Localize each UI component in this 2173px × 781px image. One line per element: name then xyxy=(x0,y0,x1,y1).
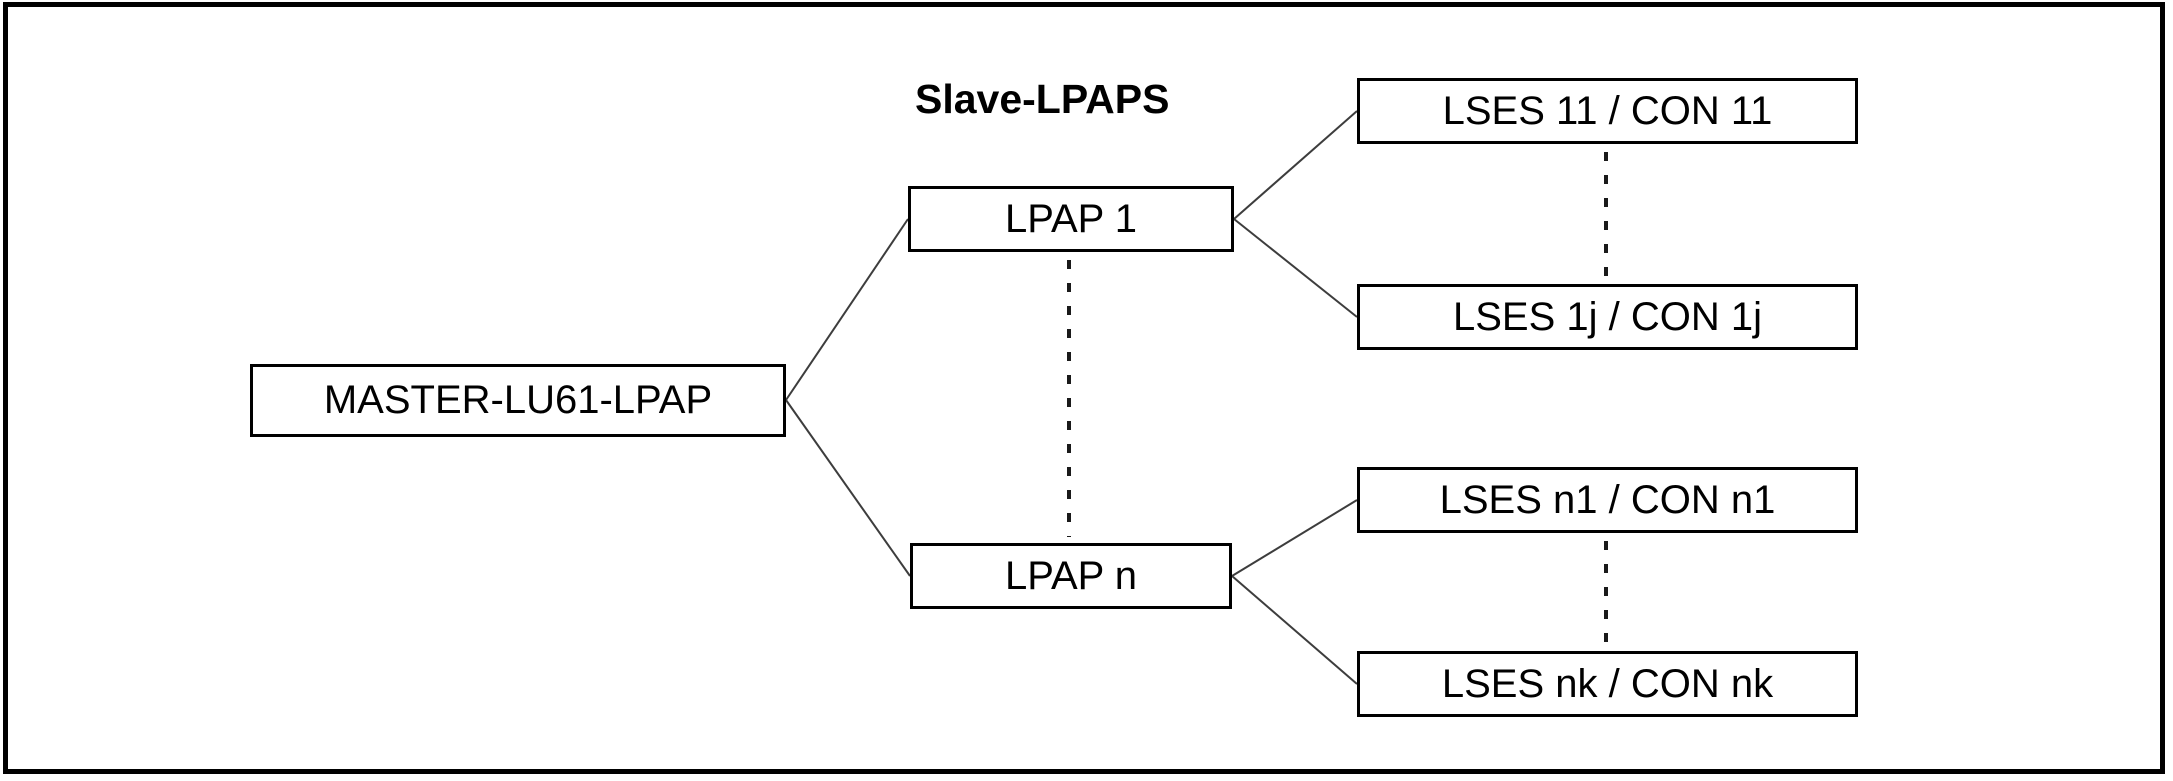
node-lses-11-con-11: LSES 11 / CON 11 xyxy=(1357,78,1858,144)
node-lses-1j-con-1j: LSES 1j / CON 1j xyxy=(1357,284,1858,350)
edge-lpap1-lses11 xyxy=(1233,110,1358,220)
edge-master-lpapn xyxy=(785,399,911,577)
node-lses-nk-con-nk: LSES nk / CON nk xyxy=(1357,651,1858,717)
node-lpap-1: LPAP 1 xyxy=(908,186,1234,252)
diagram-border-frame xyxy=(3,2,2165,774)
edge-master-lpap1 xyxy=(785,218,909,401)
node-lpap-n: LPAP n xyxy=(910,543,1232,609)
node-lses-n1-con-n1: LSES n1 / CON n1 xyxy=(1357,467,1858,533)
node-master-lu61-lpap: MASTER-LU61-LPAP xyxy=(250,364,786,437)
diagram-title: Slave-LPAPS xyxy=(915,76,1170,122)
edge-lpap1-lses1j xyxy=(1233,218,1358,318)
edge-lpapn-lsesn1 xyxy=(1231,499,1358,577)
edge-lpapn-lsesnk xyxy=(1231,575,1358,685)
